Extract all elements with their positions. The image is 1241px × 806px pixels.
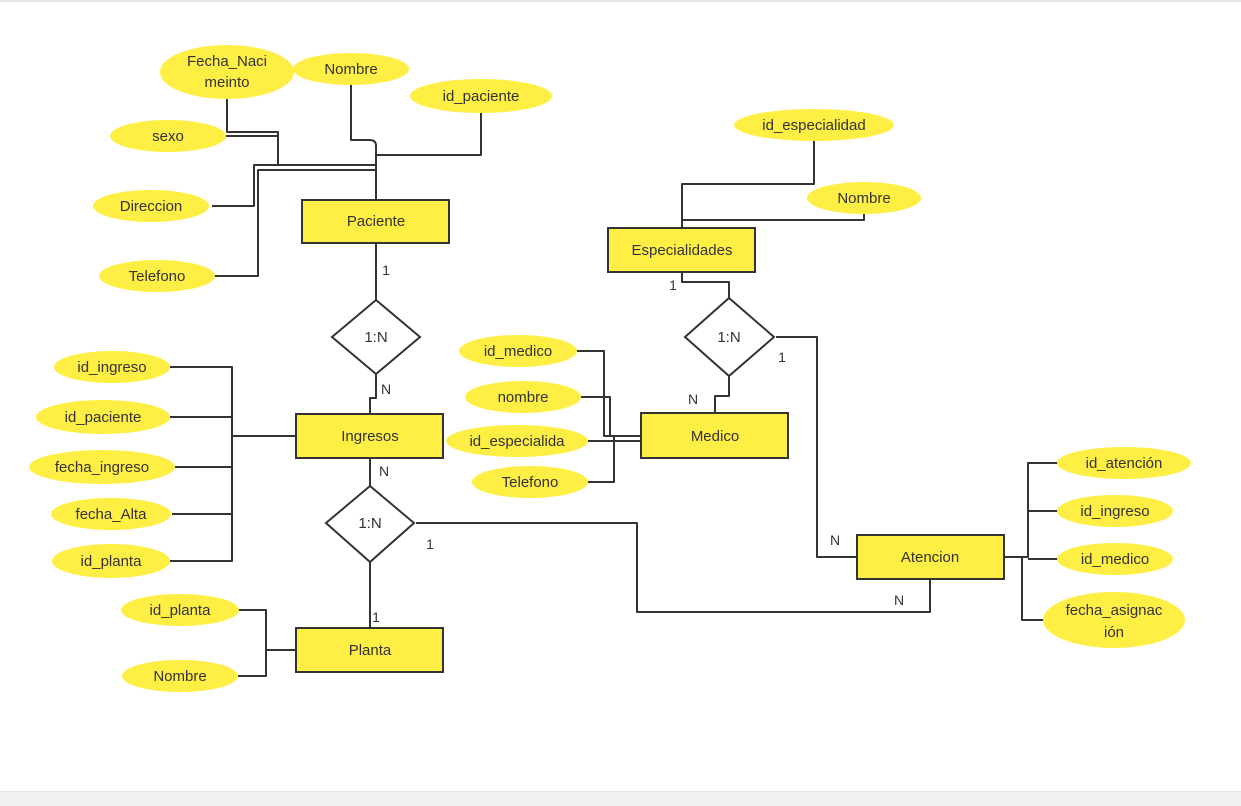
attribute-direccion-label: Direccion bbox=[120, 198, 183, 215]
entity-especialidades-label: Especialidades bbox=[632, 242, 733, 259]
relationship-ingresos-planta[interactable]: 1:N bbox=[324, 484, 416, 564]
attribute-sexo-label: sexo bbox=[152, 128, 184, 145]
attribute-planta-id-planta-label: id_planta bbox=[150, 602, 212, 619]
attribute-ingresos-id-paciente[interactable]: id_paciente bbox=[36, 400, 170, 434]
attribute-medico-id-medico-label: id_medico bbox=[484, 343, 552, 360]
attribute-fecha-asignacion[interactable]: fecha_asignac ión bbox=[1043, 592, 1185, 648]
attribute-fecha-nacimiento[interactable]: Fecha_Naci meinto bbox=[160, 45, 294, 99]
attribute-ingresos-id-ingreso[interactable]: id_ingreso bbox=[54, 351, 170, 383]
attribute-direccion[interactable]: Direccion bbox=[93, 190, 209, 222]
attribute-medico-id-especialidad-label: id_especialida bbox=[469, 433, 565, 450]
attribute-fecha-asignacion-label-line2: ión bbox=[1104, 624, 1124, 641]
cardinality-especialidades-atencion: 1 bbox=[778, 349, 786, 365]
attribute-fecha-nacimiento-label-line1: Fecha_Naci bbox=[187, 53, 267, 70]
attribute-medico-nombre[interactable]: nombre bbox=[465, 381, 581, 413]
relationship-ingresos-planta-label: 1:N bbox=[358, 515, 381, 532]
attribute-medico-id-medico[interactable]: id_medico bbox=[459, 335, 577, 367]
attribute-paciente-telefono-label: Telefono bbox=[129, 268, 186, 285]
attribute-paciente-nombre-label: Nombre bbox=[324, 61, 377, 78]
entity-atencion[interactable]: Atencion bbox=[856, 534, 1005, 580]
entity-atencion-label: Atencion bbox=[901, 549, 959, 566]
cardinality-ingresos-bottom: N bbox=[379, 463, 389, 479]
canvas-bottom-bar bbox=[0, 791, 1241, 806]
attribute-planta-id-planta[interactable]: id_planta bbox=[121, 594, 239, 626]
attribute-medico-telefono-label: Telefono bbox=[502, 474, 559, 491]
attribute-fecha-nacimiento-label-line2: meinto bbox=[204, 74, 249, 91]
cardinality-atencion-bottom: N bbox=[894, 592, 904, 608]
connector-lines bbox=[170, 84, 1058, 677]
cardinality-ingresos-atencion: 1 bbox=[426, 536, 434, 552]
attribute-ingresos-id-ingreso-label: id_ingreso bbox=[77, 359, 146, 376]
entity-paciente[interactable]: Paciente bbox=[301, 199, 450, 244]
attribute-atencion-id-ingreso[interactable]: id_ingreso bbox=[1057, 495, 1173, 527]
attribute-fecha-alta-label: fecha_Alta bbox=[76, 506, 148, 523]
attribute-fecha-ingreso[interactable]: fecha_ingreso bbox=[29, 450, 175, 484]
attribute-planta-nombre-label: Nombre bbox=[153, 668, 206, 685]
entity-planta[interactable]: Planta bbox=[295, 627, 444, 673]
cardinality-paciente-side: 1 bbox=[382, 262, 390, 278]
attribute-medico-nombre-label: nombre bbox=[498, 389, 549, 406]
attribute-ingresos-id-planta-label: id_planta bbox=[81, 553, 143, 570]
attribute-id-atencion[interactable]: id_atención bbox=[1057, 447, 1191, 479]
attribute-id-especialidad-label: id_especialidad bbox=[762, 117, 865, 134]
entity-planta-label: Planta bbox=[349, 642, 392, 659]
attribute-especialidades-nombre-label: Nombre bbox=[837, 190, 890, 207]
entity-paciente-label: Paciente bbox=[347, 213, 405, 230]
attribute-atencion-id-medico-label: id_medico bbox=[1081, 551, 1149, 568]
attribute-planta-nombre[interactable]: Nombre bbox=[122, 660, 238, 692]
attribute-paciente-nombre[interactable]: Nombre bbox=[293, 53, 409, 85]
cardinality-medico-side: N bbox=[688, 391, 698, 407]
attribute-atencion-id-ingreso-label: id_ingreso bbox=[1080, 503, 1149, 520]
cardinality-planta-side: 1 bbox=[372, 609, 380, 625]
entity-medico[interactable]: Medico bbox=[640, 412, 789, 459]
relationship-paciente-ingresos[interactable]: 1:N bbox=[330, 298, 422, 376]
attribute-sexo[interactable]: sexo bbox=[110, 120, 226, 152]
attribute-ingresos-id-paciente-label: id_paciente bbox=[65, 409, 142, 426]
cardinality-especialidades-side: 1 bbox=[669, 277, 677, 293]
attribute-id-atencion-label: id_atención bbox=[1086, 455, 1163, 472]
cardinality-ingresos-top: N bbox=[381, 381, 391, 397]
attribute-especialidades-nombre[interactable]: Nombre bbox=[807, 182, 921, 214]
entity-especialidades[interactable]: Especialidades bbox=[607, 227, 756, 273]
attribute-id-especialidad[interactable]: id_especialidad bbox=[734, 109, 894, 141]
cardinality-atencion-left: N bbox=[830, 532, 840, 548]
relationship-especialidades-medico[interactable]: 1:N bbox=[683, 296, 776, 378]
attribute-medico-id-especialidad[interactable]: id_especialida bbox=[446, 425, 588, 457]
attribute-ingresos-id-planta[interactable]: id_planta bbox=[52, 544, 170, 578]
attribute-fecha-asignacion-label-line1: fecha_asignac bbox=[1066, 602, 1163, 619]
cardinality-labels: 1 N 1 N 1 N 1 1 N N bbox=[372, 262, 904, 625]
canvas-top-edge bbox=[0, 0, 1241, 2]
attribute-fecha-ingreso-label: fecha_ingreso bbox=[55, 459, 149, 476]
entity-ingresos[interactable]: Ingresos bbox=[295, 413, 444, 459]
entity-ingresos-label: Ingresos bbox=[341, 428, 399, 445]
attribute-paciente-telefono[interactable]: Telefono bbox=[99, 260, 215, 292]
entity-medico-label: Medico bbox=[691, 428, 739, 445]
attribute-paciente-id-paciente[interactable]: id_paciente bbox=[410, 79, 552, 113]
attribute-fecha-alta[interactable]: fecha_Alta bbox=[51, 498, 171, 530]
attribute-atencion-id-medico[interactable]: id_medico bbox=[1057, 543, 1173, 575]
attribute-medico-telefono[interactable]: Telefono bbox=[472, 466, 588, 498]
attribute-paciente-id-paciente-label: id_paciente bbox=[443, 88, 520, 105]
relationship-especialidades-medico-label: 1:N bbox=[717, 329, 740, 346]
relationship-paciente-ingresos-label: 1:N bbox=[364, 329, 387, 346]
